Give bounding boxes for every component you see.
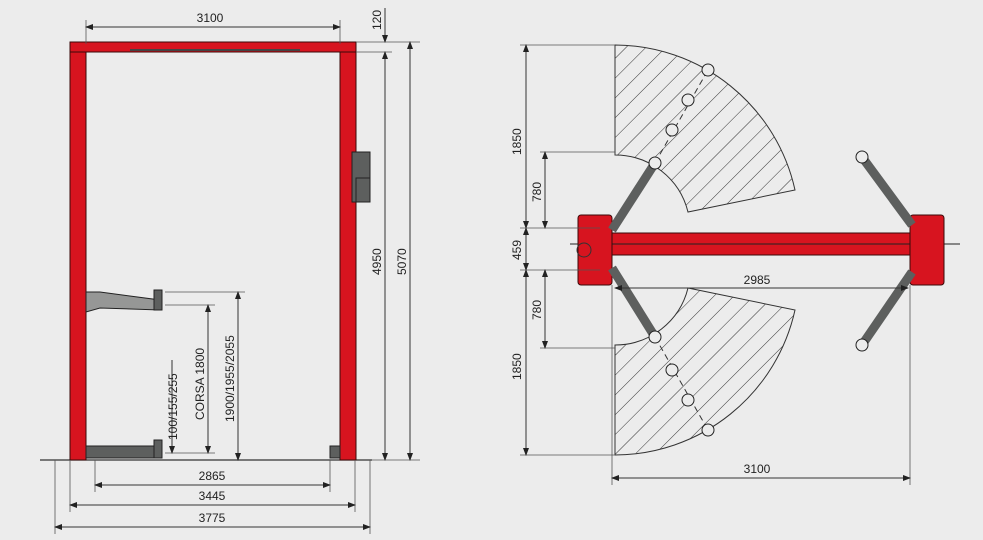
dim-459: 459 — [510, 240, 524, 260]
top-view: 1850 780 459 780 1850 2985 3100 — [510, 44, 960, 485]
dim-3100-bottom: 3100 — [744, 462, 771, 476]
dim-780-bottom: 780 — [530, 300, 544, 320]
right-base — [329, 445, 341, 459]
cylinder-icon — [576, 242, 592, 258]
dim-1850-bottom: 1850 — [510, 353, 524, 380]
dim-780-top: 780 — [530, 182, 544, 202]
dim-lift-height: 1900/1955/2055 — [223, 335, 237, 422]
dim-4950: 4950 — [370, 248, 384, 275]
dim-2865: 2865 — [199, 469, 226, 483]
lower-pad-icon — [153, 439, 163, 459]
arm-pads — [648, 63, 869, 437]
upper-arm — [85, 291, 161, 313]
top-beam — [69, 41, 357, 53]
dim-3445: 3445 — [199, 489, 226, 503]
dim-120: 120 — [370, 10, 384, 30]
dim-3775: 3775 — [199, 511, 226, 525]
dim-corsa: CORSA 1800 — [193, 348, 207, 420]
left-post-top — [577, 214, 613, 286]
dim-2985: 2985 — [744, 273, 771, 287]
dim-1850-top: 1850 — [510, 128, 524, 155]
left-post — [69, 41, 87, 461]
upper-pad-icon — [153, 289, 163, 311]
right-post — [339, 41, 357, 461]
right-post-top — [909, 214, 945, 286]
front-view: 3100 120 4950 5070 100/155/255 CORSA 180… — [40, 8, 420, 534]
lower-arm — [85, 445, 163, 459]
dim-5070: 5070 — [395, 248, 409, 275]
dim-3100-top: 3100 — [197, 11, 224, 25]
dim-arm-low: 100/155/255 — [166, 373, 180, 440]
pump — [355, 177, 371, 203]
